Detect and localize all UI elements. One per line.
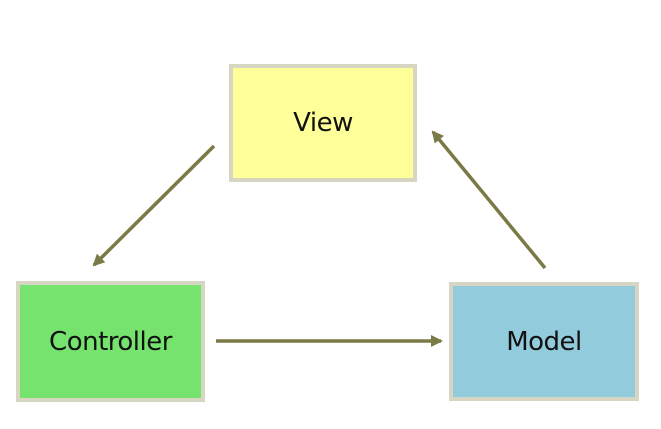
arrow-model-to-view [431,130,547,270]
controller-node: Controller [16,281,205,402]
view-node: View [229,64,417,182]
arrow-view-to-controller [92,144,216,267]
view-label: View [293,108,353,138]
controller-label: Controller [49,326,172,357]
model-node: Model [449,282,639,401]
model-label: Model [506,326,582,357]
